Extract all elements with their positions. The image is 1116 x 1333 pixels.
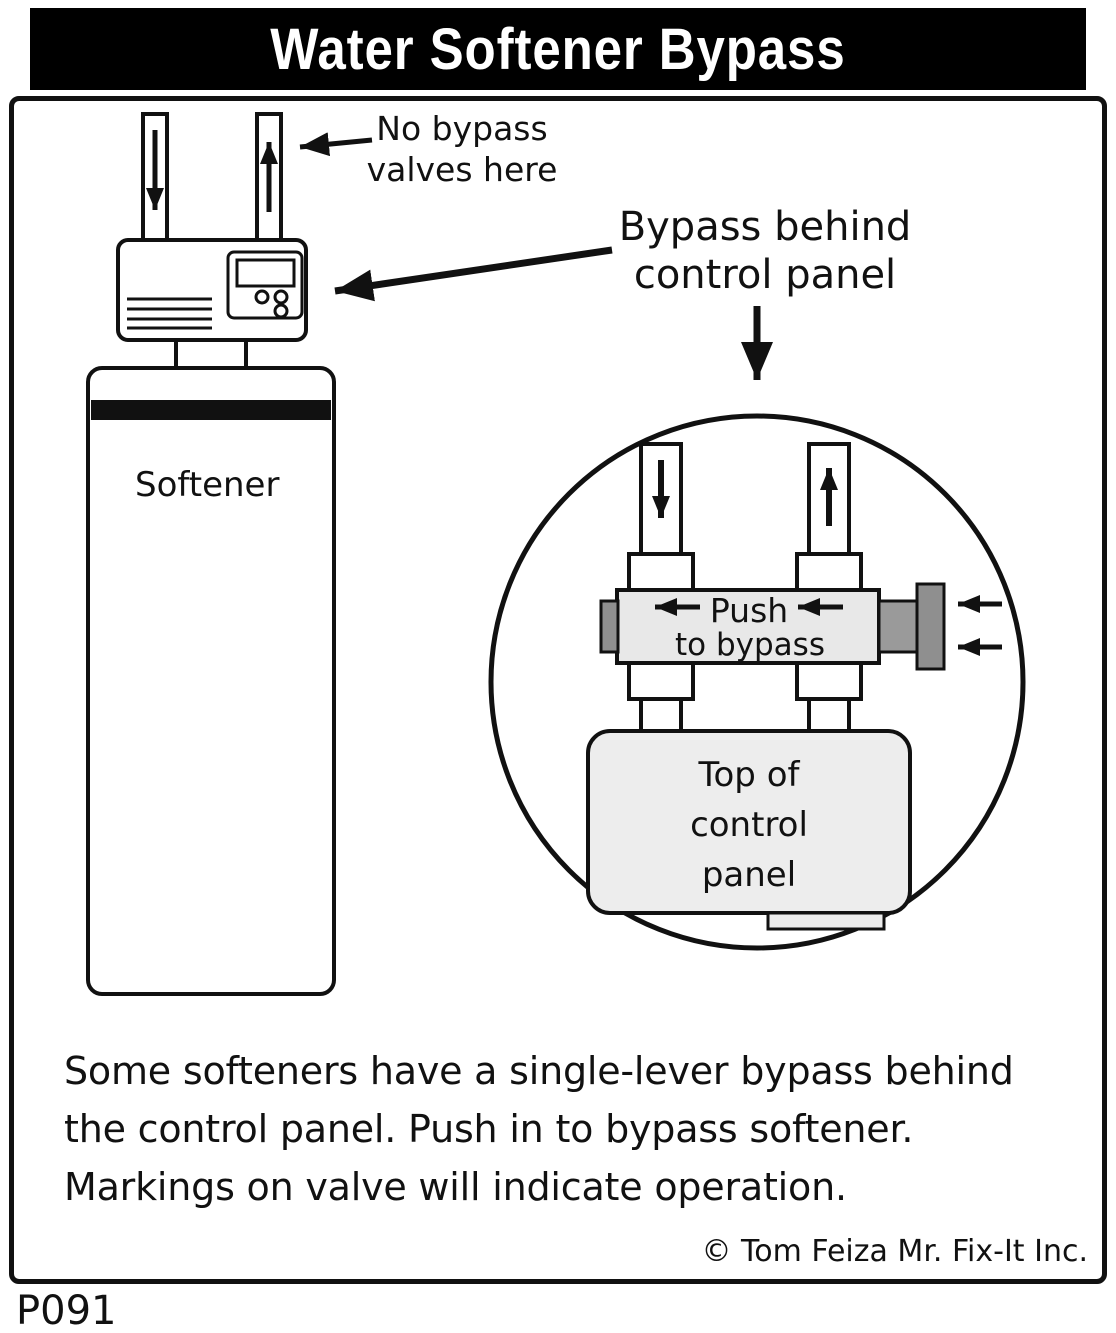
copyright-text: © Tom Feiza Mr. Fix-It Inc. [701, 1234, 1088, 1269]
display-screen [235, 258, 296, 288]
control-head-vents [127, 297, 212, 330]
mag-left-coupling-top [627, 552, 695, 594]
valve-plunger-cap [915, 582, 946, 671]
bypass-behind-annotation: Bypass behind control panel [618, 204, 912, 298]
to-bypass-label: to bypass [675, 627, 825, 663]
display-button-icon [273, 303, 289, 319]
no-bypass-arrow-icon [299, 132, 373, 157]
title-bar: Water Softener Bypass [30, 8, 1086, 90]
page-title: Water Softener Bypass [270, 16, 846, 82]
control-panel-label: Top of control panel [690, 755, 808, 895]
tank-neck [174, 338, 248, 370]
mag-left-coupling-bottom [627, 661, 695, 701]
figure-code: P091 [16, 1288, 117, 1333]
diagram-frame [9, 96, 1107, 1284]
no-bypass-annotation: No bypass valves here [366, 109, 558, 189]
control-panel-tab [766, 911, 886, 931]
tank-band [91, 400, 331, 420]
valve-stem [877, 599, 921, 654]
caption-text: Some softeners have a single-lever bypas… [64, 1049, 1014, 1209]
softener-label: Softener [135, 465, 280, 505]
mag-right-stub [807, 697, 851, 733]
magnified-view [488, 413, 1026, 951]
control-panel-top [586, 729, 912, 915]
mag-right-coupling-top [795, 552, 863, 594]
mag-left-stub [639, 697, 683, 733]
annotation-arrows [299, 132, 773, 380]
softener-unit [86, 112, 336, 996]
tank-body [86, 366, 336, 996]
valve-left-cap [599, 599, 620, 654]
display-button-icon [273, 289, 289, 305]
bypass-arrow-to-head-icon [334, 246, 613, 302]
push-label: Push [709, 591, 789, 630]
display-button-icon [254, 289, 270, 305]
mag-right-coupling-bottom [795, 661, 863, 701]
